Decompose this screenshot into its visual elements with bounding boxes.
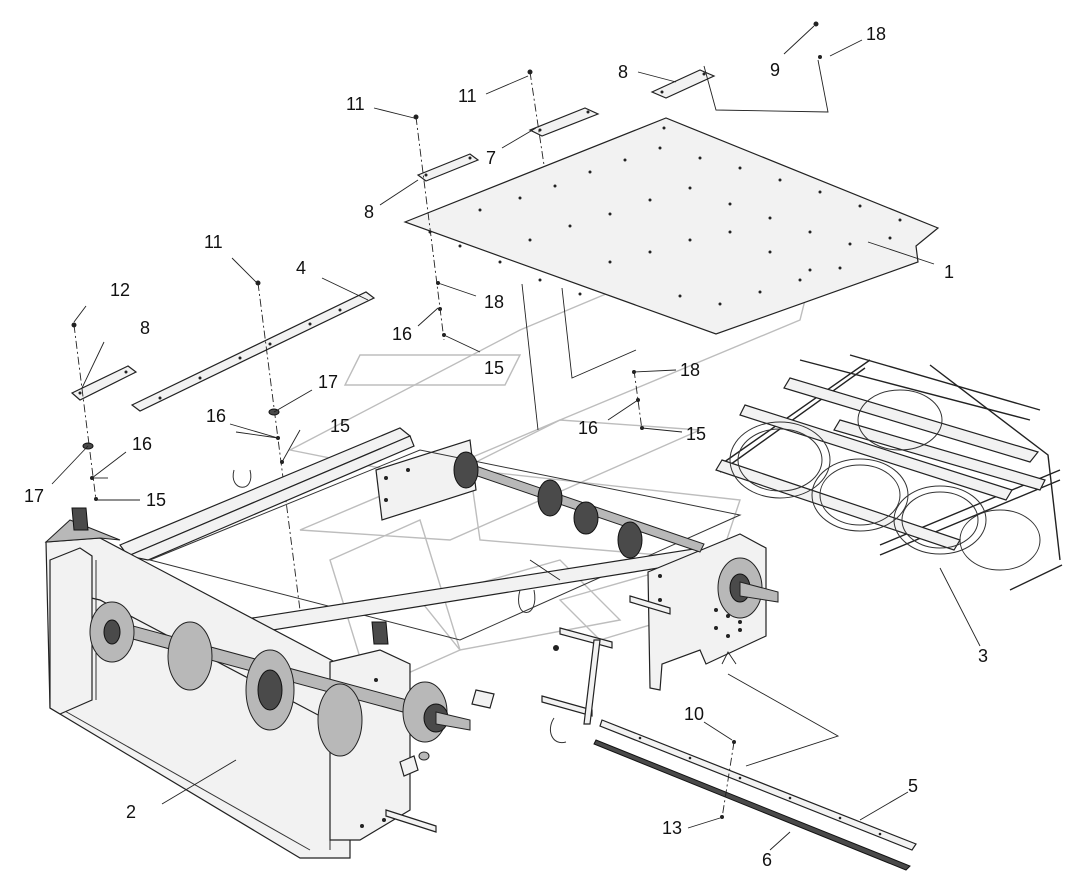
blade-part-5 xyxy=(599,719,917,851)
label-part-15-center: 15 xyxy=(484,358,504,378)
blade-part-6 xyxy=(593,739,911,871)
floor-plate-part-1 xyxy=(403,117,940,335)
label-part-1: 1 xyxy=(944,262,954,282)
label-part-17-upper: 17 xyxy=(318,372,338,392)
label-part-18-top: 18 xyxy=(866,24,886,44)
label-part-17-lower: 17 xyxy=(24,486,44,506)
fastener-part-10-13 xyxy=(720,740,736,819)
label-part-16-lower: 16 xyxy=(132,434,152,454)
label-part-16-center: 16 xyxy=(392,324,412,344)
label-part-15-left: 15 xyxy=(330,416,350,436)
label-part-12: 12 xyxy=(110,280,130,300)
label-part-8-middle: 8 xyxy=(364,202,374,222)
label-part-4: 4 xyxy=(296,258,306,278)
callout-labels: 1 2 3 4 5 6 7 8 8 8 9 10 11 11 11 12 13 … xyxy=(24,24,988,870)
label-part-9: 9 xyxy=(770,60,780,80)
label-part-10: 10 xyxy=(684,704,704,724)
label-part-11-center: 11 xyxy=(458,86,477,106)
reference-lines xyxy=(521,283,840,767)
label-part-18-right: 18 xyxy=(680,360,700,380)
label-part-2: 2 xyxy=(126,802,136,822)
drive-shaft-front xyxy=(89,601,471,757)
strip-part-8-middle xyxy=(416,153,480,182)
pins-and-links xyxy=(385,595,671,833)
conveyor-chain-part-3 xyxy=(715,354,1063,591)
fastener-stack-left xyxy=(71,322,98,501)
label-part-11-lower: 11 xyxy=(204,232,223,252)
label-part-8-top: 8 xyxy=(618,62,628,82)
strip-part-8-top-right xyxy=(650,69,716,99)
callout-leaders xyxy=(51,25,981,851)
label-part-7: 7 xyxy=(486,148,496,168)
label-part-15-right: 15 xyxy=(686,424,706,444)
drive-shaft-rear xyxy=(453,451,779,619)
label-part-5: 5 xyxy=(908,776,918,796)
fastener-stack-top xyxy=(527,69,545,166)
label-part-16-right: 16 xyxy=(578,418,598,438)
label-part-16-left: 16 xyxy=(206,406,226,426)
strip-part-7 xyxy=(528,107,600,137)
long-strip-part-4 xyxy=(130,291,376,412)
label-part-8-left: 8 xyxy=(140,318,150,338)
label-part-13: 13 xyxy=(662,818,682,838)
label-part-3: 3 xyxy=(978,646,988,666)
label-part-6: 6 xyxy=(762,850,772,870)
label-part-15-lower: 15 xyxy=(146,490,166,510)
strip-part-8-left xyxy=(70,365,138,401)
fastener-part-9 xyxy=(703,21,829,113)
fastener-stack-center xyxy=(413,114,446,341)
label-part-11-left: 11 xyxy=(346,94,365,114)
label-part-18-center: 18 xyxy=(484,292,504,312)
